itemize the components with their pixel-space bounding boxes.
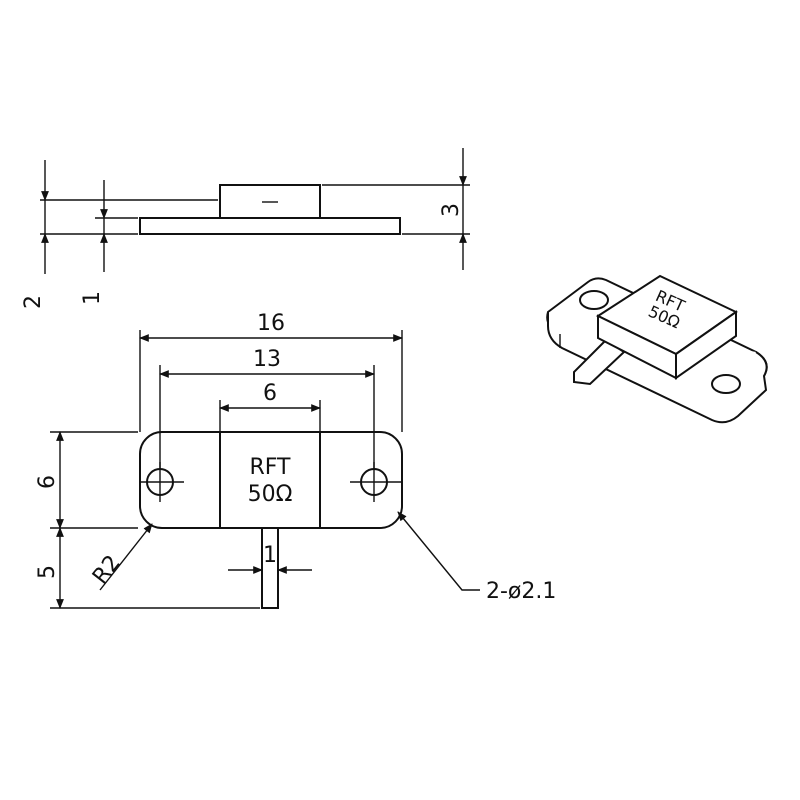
iso-hole-right [711,374,741,394]
iso-hole-left [579,290,609,310]
side-flange [139,217,401,235]
dim-tab-width: 1 [263,543,277,568]
top-tab [261,527,279,609]
dim-holes: 2-ø2.1 [486,579,556,604]
r2-leader [99,523,153,591]
dim-corner-radius: R2 [88,551,126,589]
dim-overall-length: 16 [257,311,285,336]
side-view: 2 1 3 [21,148,470,309]
dim-hole-spacing: 13 [253,347,281,372]
top-view: RFT 50Ω 16 13 6 6 5 1 R2 2 [35,311,556,609]
dim-flange-height: 2 [21,295,46,309]
body-marking-line1: RFT [250,455,292,480]
iso-body-side [675,310,737,380]
side-body [219,184,321,219]
dim-body-height: 6 [35,475,60,489]
dim-tab-thickness: 1 [80,291,105,305]
top-body [219,431,321,529]
holes-leader [397,511,480,591]
dim-tab-length: 5 [35,565,60,579]
isometric-view: RFT 50Ω [546,274,768,424]
body-marking-line2: 50Ω [248,482,293,507]
dim-body-width: 6 [263,381,277,406]
dim-total-height: 3 [439,203,464,217]
